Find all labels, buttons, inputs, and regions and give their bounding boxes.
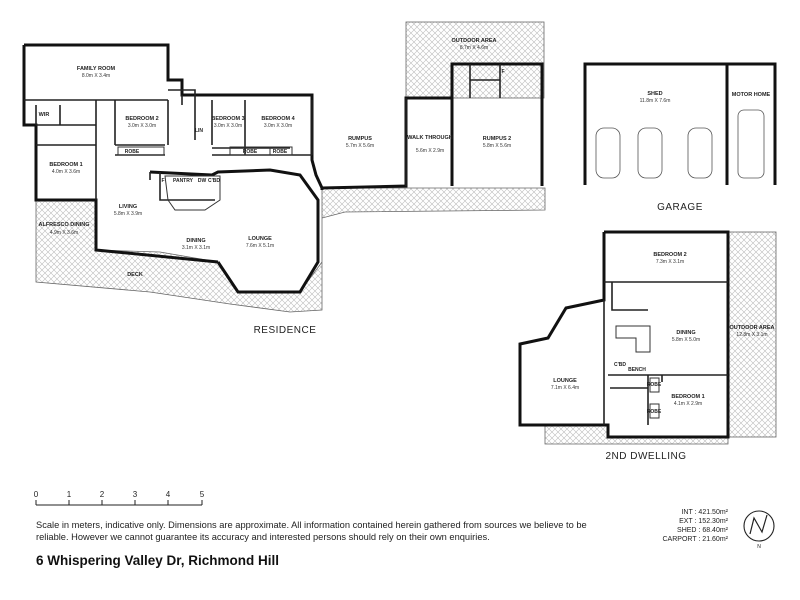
room-name-wir: WIR (39, 112, 50, 118)
compass-icon: N (743, 510, 775, 550)
d2-room-dims-dining: 5.8m X 5.0m (672, 337, 700, 343)
d2-room-dims-outdoor-area: 12.8m X 3.1m (736, 332, 767, 338)
room-name-outdoor-area: OUTDOOR AREA (451, 38, 496, 44)
room-name-bedroom-1: BEDROOM 1 (49, 162, 82, 168)
car-shape (637, 127, 663, 179)
room-name-living: LIVING (119, 204, 137, 210)
robe-label: ROBE (273, 149, 288, 155)
d2-bench-label: BENCH (628, 367, 646, 373)
room-name-shed: SHED (647, 91, 662, 97)
room-dims-walk-through: 5.6m X 2.9m (416, 148, 444, 154)
dw-label: DW (198, 178, 207, 184)
area-shed: SHED : 68.40m² (677, 527, 729, 534)
lin-label: LIN (195, 128, 203, 134)
motorhome-shape (737, 109, 765, 179)
room-dims-outdoor-area: 8.7m X 4.6m (460, 45, 488, 51)
outdoor-area-hatch (405, 21, 545, 99)
d2-room-name-dining: DINING (676, 330, 695, 336)
d2-room-dims-bedroom-2: 7.3m X 3.1m (656, 259, 684, 265)
room-dims-bedroom-1: 4.0m X 3.6m (52, 169, 80, 175)
room-name-bedroom-2: BEDROOM 2 (125, 116, 158, 122)
room-name-rumpus-2: RUMPUS 2 (483, 136, 511, 142)
robe-label: ROBE (243, 149, 258, 155)
room-dims-lounge: 7.6m X 5.1m (246, 243, 274, 249)
car-shape (595, 127, 621, 179)
room-dims-bedroom-4: 3.0m X 3.0m (264, 123, 292, 129)
scale-tick-5: 5 (200, 490, 205, 499)
fridge-label: F (161, 178, 164, 184)
d2-room-name-lounge: LOUNGE (553, 378, 577, 384)
fridge-label: F (501, 69, 504, 75)
robe-box (269, 146, 293, 156)
scale-bar: 0 1 2 3 4 5 (34, 490, 205, 506)
room-name-motor-home: MOTOR HOME (732, 92, 771, 98)
d2-room-name-outdoor-area: OUTDOOR AREA (729, 325, 774, 331)
room-name-bedroom-3: BEDROOM 3 (211, 116, 244, 122)
d2-room-dims-bedroom-1: 4.1m X 2.9m (674, 401, 702, 407)
disclaimer-text: Scale in meters, indicative only. Dimens… (36, 520, 587, 542)
residence-section-label: RESIDENCE (254, 325, 317, 336)
d2-cbd-label: C'BD (614, 362, 626, 368)
area-summary: INT : 421.50m² EXT : 152.30m² SHED : 68.… (663, 509, 729, 543)
residence-outer-walls (22, 43, 544, 294)
d2-room-dims-lounge: 7.1m X 6.4m (551, 385, 579, 391)
d2-robe-box (649, 403, 660, 419)
room-name-deck: DECK (127, 272, 143, 278)
area-carport: CARPORT : 21.60m² (663, 536, 729, 543)
garage-plan: SHED 11.8m X 7.6m MOTOR HOME GARAGE (583, 62, 777, 213)
area-int: INT : 421.50m² (681, 509, 728, 516)
property-address: 6 Whispering Valley Dr, Richmond Hill (36, 553, 280, 568)
deck-hatch (35, 187, 546, 313)
garage-walls (583, 62, 777, 185)
robe-box (117, 146, 165, 156)
room-name-dining: DINING (186, 238, 205, 244)
residence-plan (22, 21, 546, 313)
d2-robe-label: ROBE (647, 409, 662, 415)
d2-outdoor-hatch (727, 231, 777, 438)
room-name-family-room: FAMILY ROOM (77, 66, 116, 72)
d2-robe-label: ROBE (647, 382, 662, 388)
scale-tick-4: 4 (166, 490, 171, 499)
residence-labels: FAMILY ROOM 8.0m X 3.4m WIR BEDROOM 1 4.… (38, 38, 511, 336)
room-dims-rumpus: 5.7m X 5.6m (346, 143, 374, 149)
room-dims-rumpus-2: 5.8m X 5.6m (483, 143, 511, 149)
robe-label: ROBE (125, 149, 140, 155)
pantry-label: PANTRY (173, 178, 194, 184)
room-dims-living: 5.8m X 3.9m (114, 211, 142, 217)
room-dims-alfresco-dining: 4.9m X 3.6m (50, 230, 78, 236)
d2-room-name-bedroom-2: BEDROOM 2 (653, 252, 686, 258)
d2-outer-walls (518, 230, 730, 439)
d2-lower-hatch (544, 424, 729, 445)
garage-section-label: GARAGE (657, 202, 703, 213)
room-dims-dining: 3.1m X 3.1m (182, 245, 210, 251)
room-dims-bedroom-2: 3.0m X 3.0m (128, 123, 156, 129)
cbd-label: C'BD (208, 178, 220, 184)
scale-tick-3: 3 (133, 490, 138, 499)
room-dims-shed: 11.8m X 7.6m (640, 98, 671, 104)
scale-tick-2: 2 (100, 490, 105, 499)
room-name-walk-through: WALK THROUGH (407, 135, 453, 141)
second-dwelling-plan: BEDROOM 2 7.3m X 3.1m DINING 5.8m X 5.0m… (518, 230, 777, 462)
residence-interior-walls (24, 64, 501, 201)
d2-room-name-bedroom-1: BEDROOM 1 (671, 394, 704, 400)
compass-label: N (757, 544, 761, 550)
kitchen-counter (164, 175, 221, 211)
room-dims-bedroom-3: 3.0m X 3.0m (214, 123, 242, 129)
car-shape (687, 127, 713, 179)
d2-kitchen-counter (615, 325, 651, 353)
area-ext: EXT : 152.30m² (679, 518, 729, 525)
room-name-bedroom-4: BEDROOM 4 (261, 116, 295, 122)
room-name-lounge: LOUNGE (248, 236, 272, 242)
room-dims-family-room: 8.0m X 3.4m (82, 73, 110, 79)
d2-interior-walls (603, 281, 728, 425)
d2-robe-box (649, 377, 660, 393)
scale-tick-0: 0 (34, 490, 39, 499)
room-name-rumpus: RUMPUS (348, 136, 372, 142)
room-name-alfresco-dining: ALFRESCO DINING (38, 222, 89, 228)
second-dwelling-section-label: 2ND DWELLING (605, 451, 686, 462)
scale-tick-1: 1 (67, 490, 72, 499)
